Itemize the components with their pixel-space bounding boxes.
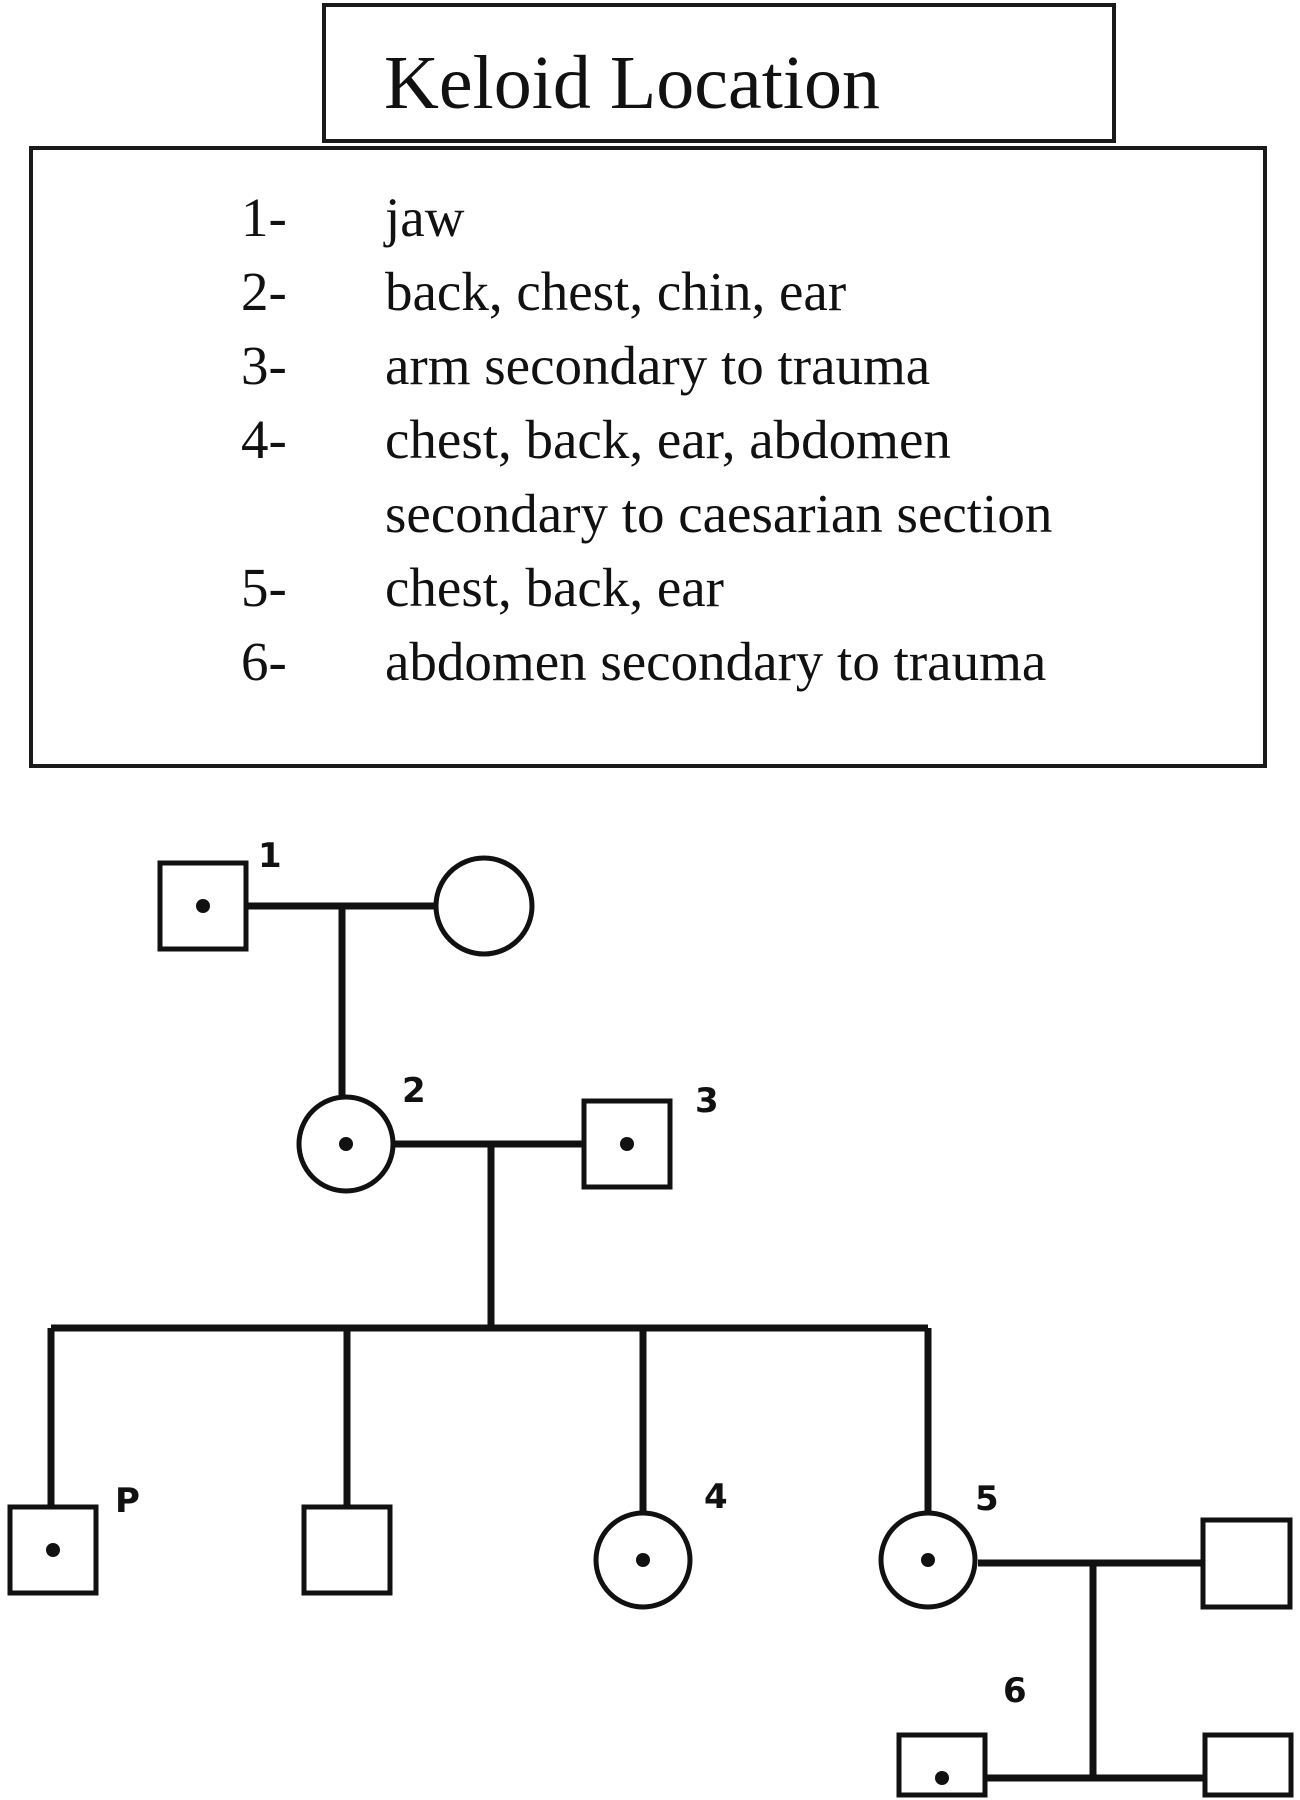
label-individual-5: 5: [975, 1479, 999, 1519]
affected-dot: [620, 1137, 634, 1151]
legend-location: chest, back, ear: [385, 557, 724, 618]
affected-dot: [196, 899, 210, 913]
affected-dot: [339, 1137, 353, 1151]
affected-dot: [636, 1553, 650, 1567]
label-individual-2: 2: [402, 1071, 426, 1111]
affected-dot: [921, 1553, 935, 1567]
legend-box: 1- jaw 2- back, chest, chin, ear 3- arm …: [29, 146, 1267, 768]
label-individual-1: 1: [258, 836, 282, 876]
legend-row: 1- jaw: [33, 190, 1263, 260]
label-individual-6: 6: [1003, 1671, 1027, 1711]
legend-row: 5- chest, back, ear: [33, 560, 1263, 630]
legend-row: 3- arm secondary to trauma: [33, 338, 1263, 408]
legend-row: 4- chest, back, ear, abdomen: [33, 412, 1263, 482]
label-individual-4: 4: [704, 1477, 728, 1517]
pedigree-lines: [47, 902, 1205, 1782]
legend-number: 6-: [241, 631, 287, 692]
legend-location: back, chest, chin, ear: [385, 261, 847, 322]
legend-row: 2- back, chest, chin, ear: [33, 264, 1263, 334]
proband-male-affected: [7, 1504, 99, 1596]
spouse-female-unaffected: [433, 855, 535, 957]
spouse-male-unaffected: [1200, 1517, 1293, 1610]
legend-number: 2-: [241, 261, 287, 322]
legend-location: secondary to caesarian section: [385, 483, 1053, 544]
legend-number: 4-: [241, 409, 287, 470]
legend-location: arm secondary to trauma: [385, 335, 931, 396]
legend-location: abdomen secondary to trauma: [385, 631, 1047, 692]
legend-number: 3-: [241, 335, 287, 396]
legend-row: 6- abdomen secondary to trauma: [33, 634, 1263, 704]
diagram-title: Keloid Location: [384, 41, 880, 125]
legend-row-continuation: secondary to caesarian section: [33, 486, 1263, 556]
legend-number: 5-: [241, 557, 287, 618]
legend-location: jaw: [385, 187, 465, 248]
legend-location: chest, back, ear, abdomen: [385, 409, 951, 470]
label-proband: P: [115, 1481, 140, 1521]
individual-6-male-affected: [896, 1732, 988, 1798]
sibling-male-unaffected: [1202, 1732, 1294, 1798]
title-box: Keloid Location: [322, 3, 1116, 143]
affected-dot: [46, 1543, 60, 1557]
brother-male-unaffected: [301, 1504, 393, 1596]
label-individual-3: 3: [695, 1081, 719, 1121]
affected-dot: [935, 1771, 949, 1785]
legend-number: 1-: [241, 187, 287, 248]
